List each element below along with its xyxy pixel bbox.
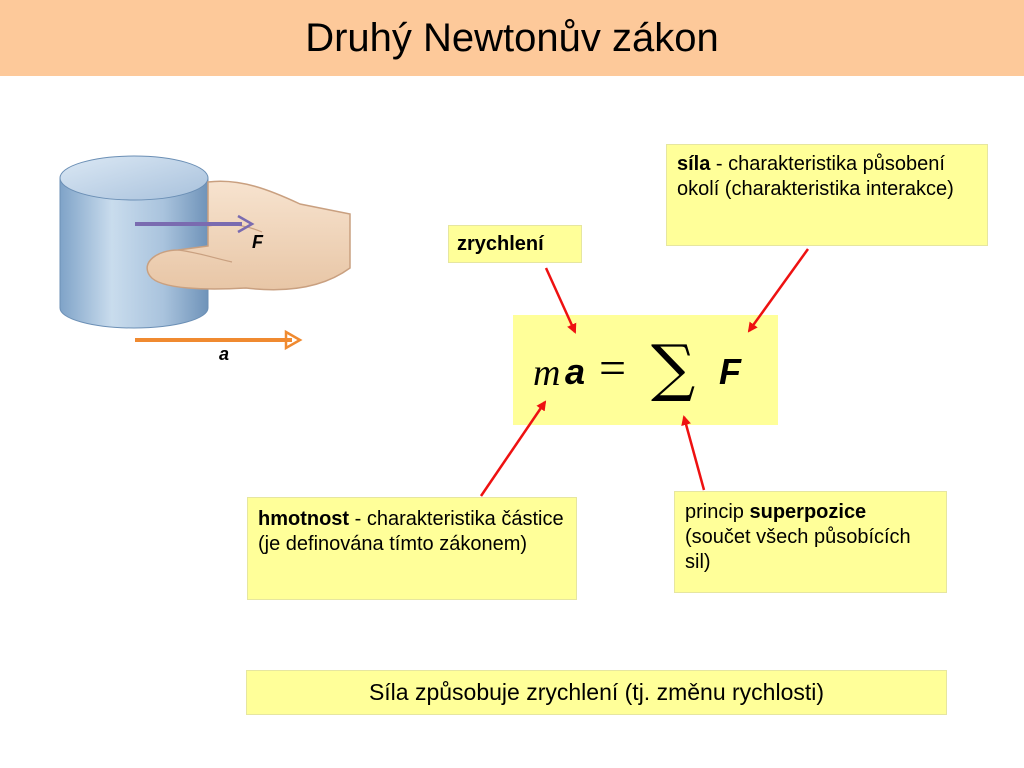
summary-text: Síla způsobuje zrychlení (tj. změnu rych…: [368, 679, 825, 705]
note-sila: síla - charakteristika působení okolí (c…: [666, 144, 988, 246]
note-zrychleni-bold: zrychlení: [457, 233, 544, 255]
note-superpozice: princip superpozice (součet všech působí…: [674, 491, 947, 593]
force-arrow: [135, 214, 255, 234]
formula-box: m a = ∑ F: [513, 315, 778, 425]
page-title: Druhý Newtonův zákon: [305, 15, 719, 60]
arrow-sila: [747, 248, 810, 333]
arrow-superpozice: [681, 415, 706, 491]
note-hmotnost: hmotnost - charakteristika částice (je d…: [247, 497, 577, 600]
arrow-zrychleni: [544, 267, 577, 334]
note-sila-text: - charakteristika působení okolí (charak…: [677, 153, 954, 200]
note-sila-bold: síla: [677, 153, 711, 175]
acceleration-arrow: [135, 329, 303, 351]
acceleration-label: a: [219, 344, 229, 364]
formula-mass-symbol: m: [533, 352, 561, 394]
formula-sum-symbol: ∑: [651, 331, 696, 404]
cylinder-icon: [59, 155, 209, 329]
note-zrychleni: zrychlení: [448, 225, 582, 263]
hand-icon: [146, 180, 351, 291]
force-label: F: [252, 232, 264, 252]
title-bar: Druhý Newtonův zákon: [0, 0, 1024, 76]
note-hmotnost-bold: hmotnost: [258, 508, 350, 530]
note-superpozice-bold: superpozice: [749, 501, 867, 523]
formula-force-symbol: F: [719, 351, 741, 392]
note-superpozice-text: (součet všech působících sil): [685, 526, 911, 573]
formula-acceleration-symbol: a: [565, 351, 586, 392]
note-hmotnost-text: - charakteristika částice (je definována…: [258, 508, 564, 555]
note-superpozice-prefix: princip: [685, 501, 750, 523]
note-summary: Síla způsobuje zrychlení (tj. změnu rych…: [246, 670, 947, 715]
arrow-hmotnost: [479, 400, 547, 497]
formula-equals-sign: =: [599, 342, 627, 395]
